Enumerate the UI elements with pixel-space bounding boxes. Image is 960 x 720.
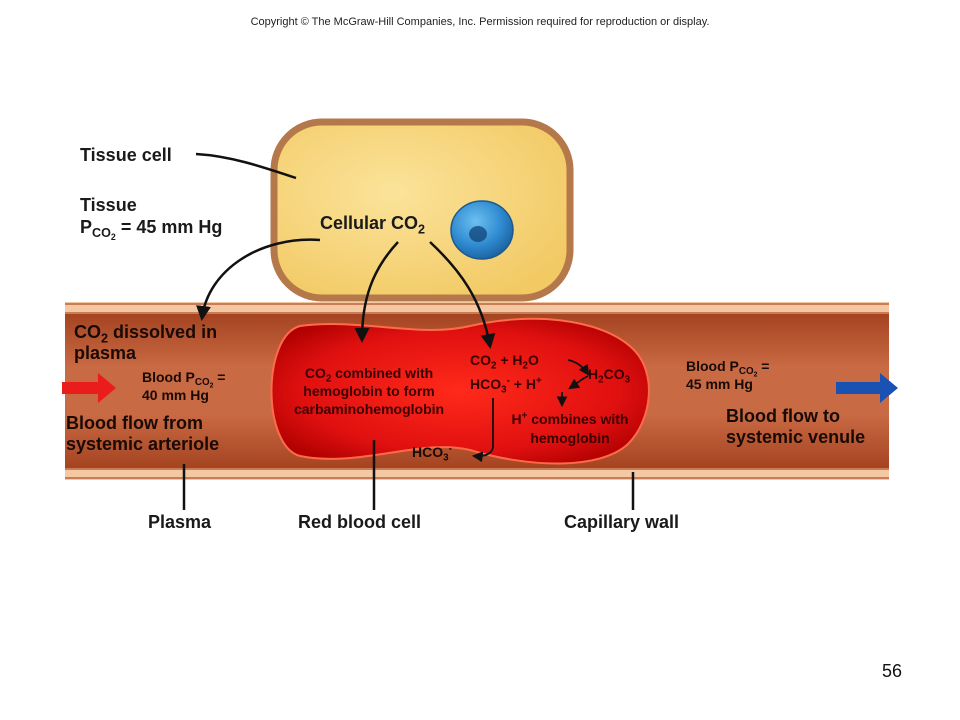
nucleolus [469, 226, 487, 242]
co2-to-plasma-arrow [196, 238, 321, 321]
hplus-hemoglobin-text: H+ combines with hemoglobin [511, 410, 629, 446]
co2-dissolved-label: CO2 dissolved in plasma [74, 322, 218, 363]
arterial-pco2-label: Blood PCO2 = 40 mm Hg [142, 369, 226, 403]
co2-to-rbc-arrow [354, 241, 399, 343]
tissue-cell [270, 118, 574, 302]
tissue-label: Tissue [80, 195, 137, 215]
flow-from-label: Blood flow from systemic arteriole [66, 413, 220, 454]
plasma-label: Plasma [148, 512, 212, 532]
red-blood-cell-label: Red blood cell [298, 512, 422, 532]
copyright-notice: Copyright © The McGraw-Hill Companies, I… [250, 16, 710, 28]
carbamino-text: CO2 combined with hemoglobin to form car… [293, 365, 445, 417]
cellular-co2-label: Cellular CO2 [320, 213, 426, 237]
red-blood-cell [270, 317, 650, 465]
tissue-pco2-label: PCO2 = 45 mm Hg [80, 217, 223, 243]
flow-to-label: Blood flow to systemic venule [726, 406, 866, 447]
hco3-out-arrow [471, 398, 494, 463]
tissue-cell-label: Tissue cell [80, 145, 172, 165]
tissue-cell-leader [195, 152, 297, 180]
h2co3-to-ions-arrow [568, 375, 589, 390]
venous-pco2-label: Blood PCO2 = 45 mm Hg [686, 358, 770, 392]
outflow-arrow [836, 373, 898, 403]
h2o-to-h2co3-arrow [567, 359, 590, 376]
co2-h2o-equation: CO2 + H2O [470, 352, 539, 372]
hco3-out-text: HCO3- [412, 443, 452, 464]
inflow-arrow [62, 373, 116, 403]
capillary-wall-label: Capillary wall [564, 512, 680, 532]
co2-to-reaction-arrow [429, 241, 496, 349]
h2co3-text: H2CO3 [588, 366, 631, 386]
page-number: 56 [881, 661, 902, 681]
hco3-hplus-equation: HCO3- + H+ [470, 375, 542, 396]
